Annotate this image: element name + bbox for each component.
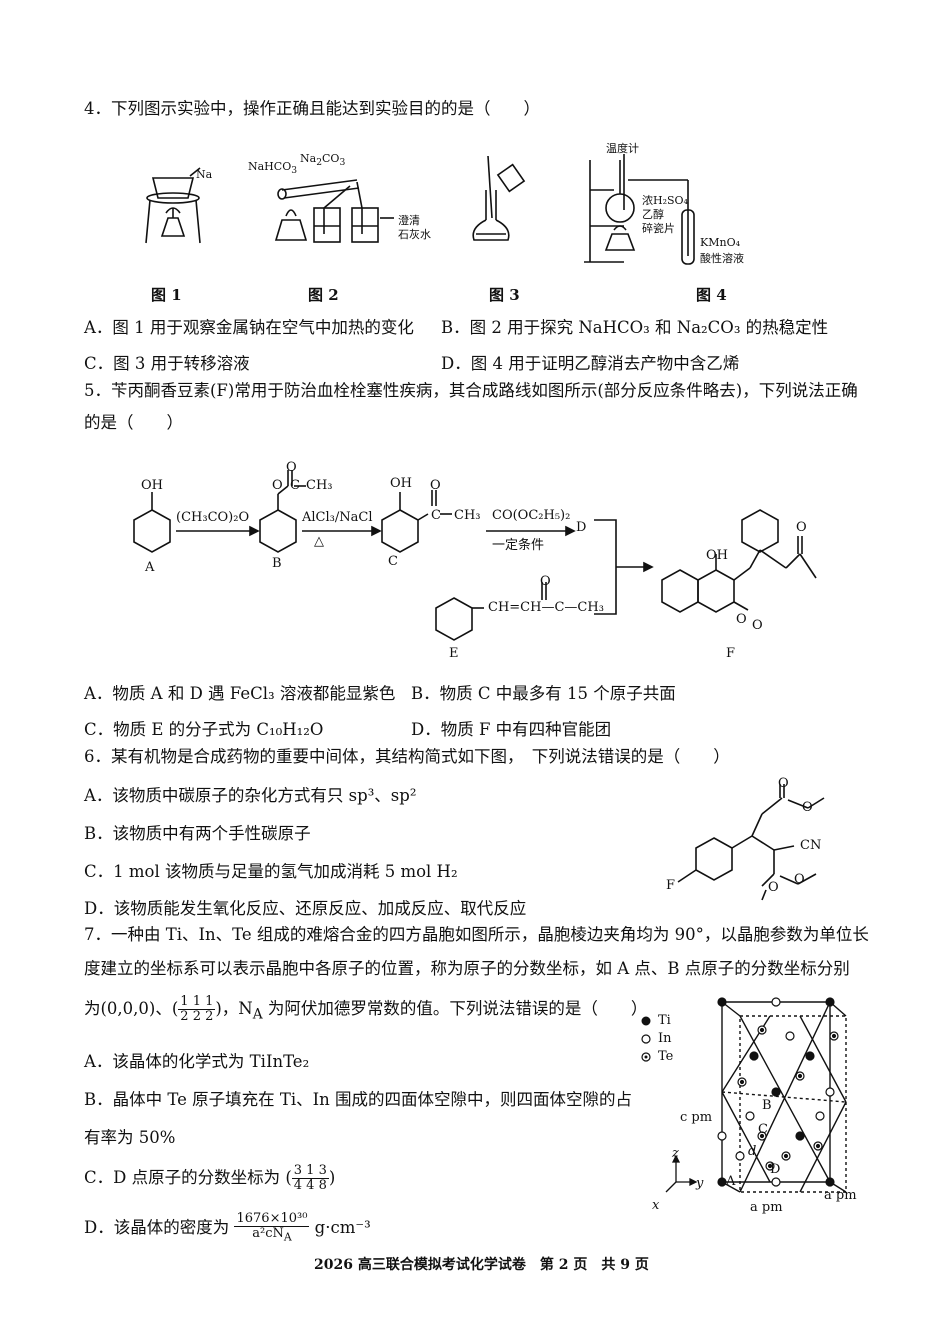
q7-unit-cell <box>665 997 847 1193</box>
mol-f-carbonyl-o: O <box>752 618 763 633</box>
q7-stem-1: 7．一种由 Ti、In、Te 组成的难熔合金的四方晶胞如图所示，晶胞棱边夹角均为… <box>84 925 869 944</box>
cell-point-c: C <box>758 1122 768 1137</box>
mol-f-oh: OH <box>706 548 728 563</box>
mol-b-ch3: CH₃ <box>306 478 333 493</box>
q6-structure <box>677 784 825 901</box>
mol-b-o: O <box>272 478 283 493</box>
reagent-2: AlCl₃/NaCl <box>302 510 373 525</box>
fig2-apparatus <box>274 179 394 243</box>
q5-stem-1: 5．苄丙酮香豆素(F)常用于防治血栓栓塞性疾病，其合成路线如图所示(部分反应条件… <box>84 381 858 400</box>
mol-c-o: O <box>430 478 441 493</box>
mol-c-oh: OH <box>390 476 412 491</box>
q6-stem: 6．某有机物是合成药物的重要中间体，其结构简式如下图， 下列说法错误的是（ ） <box>84 747 730 766</box>
q6-option-b: B．该物质中有两个手性碳原子 <box>84 824 311 843</box>
mol-e-chain: CH=CH—C—CH₃ <box>488 600 604 615</box>
fig1-apparatus <box>145 167 201 244</box>
reagent-2-heat: △ <box>314 534 324 549</box>
q6-option-d: D．该物质能发生氧化反应、还原反应、加成反应、取代反应 <box>84 899 527 918</box>
mol-c-c: C <box>431 508 441 523</box>
q4-option-d: D．图 4 用于证明乙醇消去产物中含乙烯 <box>441 354 740 373</box>
legend-te: Te <box>658 1049 674 1064</box>
q5-option-b: B．物质 C 中最多有 15 个原子共面 <box>411 684 676 703</box>
axis-z: z <box>672 1146 679 1161</box>
fig4-label-chips: 碎瓷片 <box>642 222 675 235</box>
fig4-caption: 图 4 <box>696 286 727 304</box>
q6-option-c: C．1 mol 该物质与足量的氢气加成消耗 5 mol H₂ <box>84 862 458 881</box>
fig2-label-nahco3: NaHCO3 <box>248 160 298 177</box>
q6-o-top: O <box>778 776 789 791</box>
legend-in: In <box>658 1031 672 1046</box>
fig3-apparatus <box>472 155 526 241</box>
mol-b-label: B <box>272 556 282 571</box>
mol-d-label: D <box>576 520 587 535</box>
mol-a-label: A <box>145 560 155 575</box>
q6-option-a: A．该物质中碳原子的杂化方式有只 sp³、sp² <box>84 786 417 805</box>
q4-option-c: C．图 3 用于转移溶液 <box>84 354 250 373</box>
fig4-label-thermometer: 温度计 <box>606 142 639 155</box>
fig3-caption: 图 3 <box>489 286 520 304</box>
fig4-apparatus <box>584 154 695 265</box>
q5-option-c: C．物质 E 的分子式为 C₁₀H₁₂O <box>84 720 324 739</box>
q6-f: F <box>666 878 676 893</box>
q4-stem: 4．下列图示实验中，操作正确且能达到实验目的的是（ ） <box>84 99 540 118</box>
q7-stem-2: 度建立的坐标系可以表示晶胞中各原子的位置，称为原子的分数坐标，如 A 点、B 点… <box>84 959 850 978</box>
fig1-label-na: Na <box>196 168 213 181</box>
mol-b-c: C <box>290 478 300 493</box>
reagent-3-condition: 一定条件 <box>492 538 545 553</box>
mol-e-o: O <box>540 574 551 589</box>
mol-c-label: C <box>388 554 398 569</box>
fig2-label-limewater-2: 石灰水 <box>398 228 431 241</box>
legend-ti: Ti <box>658 1013 671 1028</box>
reagent-3: CO(OC₂H₅)₂ <box>492 508 571 523</box>
mol-e-label: E <box>449 646 459 661</box>
q5-synthesis-scheme <box>133 470 817 641</box>
q7-option-b-1: B．晶体中 Te 原子填充在 Ti、In 围成的四面体空隙中，则四面体空隙的占 <box>84 1090 633 1109</box>
q7-option-b-2: 有率为 50% <box>84 1128 176 1147</box>
mol-f-label: F <box>726 646 736 661</box>
q5-option-a: A．物质 A 和 D 遇 FeCl₃ 溶液都能显紫色 <box>84 684 396 703</box>
mol-b-o-2: O <box>286 460 297 475</box>
mol-f-ring-o: O <box>736 612 747 627</box>
q7-option-a: A．该晶体的化学式为 TiInTe₂ <box>84 1052 310 1071</box>
cell-distance-d: d <box>748 1144 757 1159</box>
mol-c-ch3: CH₃ <box>454 508 481 523</box>
reagent-1: (CH₃CO)₂O <box>176 510 250 525</box>
fig4-label-kmno4-2: 酸性溶液 <box>700 252 744 265</box>
fig2-label-na2co3: Na2CO3 <box>300 152 346 169</box>
fig4-label-ethanol: 乙醇 <box>642 208 664 221</box>
q6-o-ester-top: O <box>802 800 813 815</box>
q4-option-b: B．图 2 用于探究 NaHCO₃ 和 Na₂CO₃ 的热稳定性 <box>441 318 829 337</box>
fig2-label-limewater-1: 澄清 <box>398 214 420 227</box>
fig2-caption: 图 2 <box>308 286 339 304</box>
cell-label-a-1: a pm <box>750 1200 783 1215</box>
fig1-caption: 图 1 <box>151 286 182 304</box>
cell-point-b: B <box>762 1098 772 1113</box>
fig4-label-kmno4: KMnO₄ <box>700 236 740 249</box>
q5-option-d: D．物质 F 中有四种官能团 <box>411 720 612 739</box>
page-footer: 2026 高三联合模拟考试化学试卷 第 2 页 共 9 页 <box>314 1257 649 1273</box>
cell-label-a-2: a pm <box>824 1188 857 1203</box>
q6-cn: CN <box>800 838 822 853</box>
fig4-label-acid: 浓H₂SO₄ <box>642 194 688 207</box>
cell-point-a: A <box>726 1174 736 1189</box>
cell-point-d: D <box>770 1162 781 1177</box>
q4-option-a: A．图 1 用于观察金属钠在空气中加热的变化 <box>84 318 414 337</box>
q7-legend-markers <box>641 1016 651 1062</box>
mol-a-oh: OH <box>141 478 163 493</box>
q6-o-ester-bottom: O <box>768 880 779 895</box>
q5-stem-2: 的是（ ） <box>84 413 183 432</box>
q6-o-bottom: O <box>794 872 805 887</box>
axis-x: x <box>652 1198 660 1213</box>
mol-f-ketone-o: O <box>796 520 807 535</box>
cell-label-c: c pm <box>680 1110 713 1125</box>
axis-y: y <box>696 1176 704 1191</box>
